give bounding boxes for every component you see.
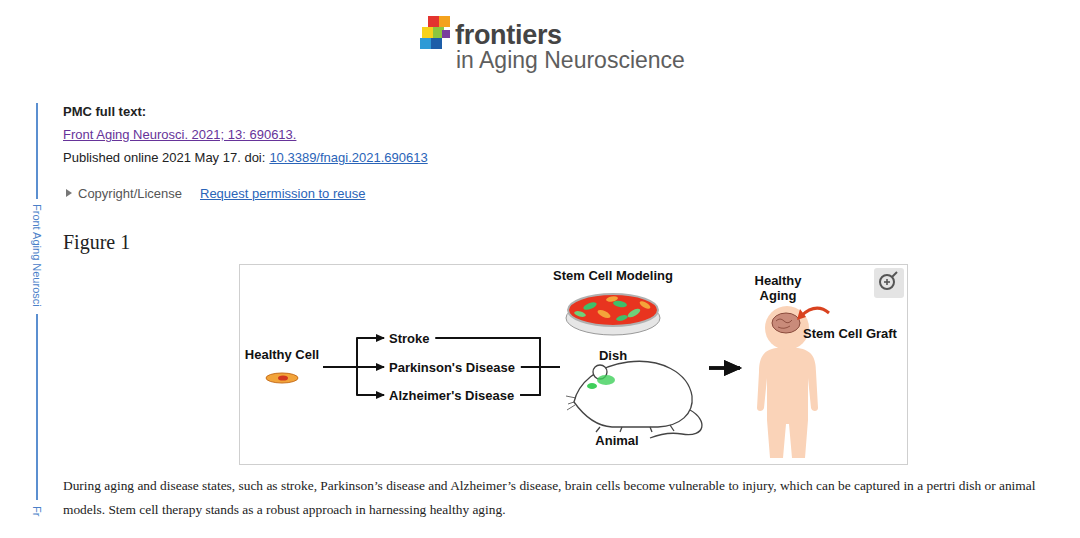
logo-text: frontiers	[455, 20, 562, 50]
cell-picture	[266, 373, 298, 383]
node-text: Healthy Cell	[245, 347, 319, 362]
node-text: Healthy Aging	[747, 273, 809, 303]
diagram-node: Parkinson's Disease	[386, 360, 518, 375]
node-text: Dish	[599, 348, 627, 363]
thick-arrow	[709, 366, 740, 370]
thick-arrow	[709, 366, 740, 370]
connector	[520, 367, 560, 395]
rat-drawing	[566, 361, 702, 438]
publication-note: Published online 2021 May 17. doi:	[63, 150, 265, 166]
connector	[323, 367, 384, 395]
connector	[323, 338, 384, 367]
section-heading: PMC full text:	[63, 104, 146, 120]
diagram-node: Alzheimer's Disease	[386, 388, 517, 403]
diagram-node: Healthy AgingStem Cell Graft	[742, 270, 905, 460]
permission-link: Request permission to reuse	[200, 186, 365, 202]
logo-icon	[420, 16, 450, 49]
node-text: Stroke	[389, 331, 429, 346]
side-bar	[36, 314, 38, 500]
node-text: Stem Cell Modeling	[553, 268, 673, 283]
connector	[520, 367, 560, 395]
diagram-node: Healthy Cell	[245, 345, 321, 388]
node-text: Parkinson's Disease	[389, 360, 515, 375]
figure-title: Figure 1	[63, 230, 130, 254]
figure-caption: During aging and disease states, such as…	[63, 474, 1073, 522]
disclosure-triangle	[66, 189, 72, 197]
copyright-link: Copyright/License	[78, 186, 182, 202]
diagram-node: Stroke	[386, 331, 432, 346]
petri-dish	[566, 294, 660, 335]
figure-frame	[240, 265, 908, 465]
doi-link: 10.3389/fnagi.2021.690613	[269, 150, 427, 166]
diagram-node: Animal	[560, 367, 705, 452]
logo-subtitle: in Aging Neuroscience	[456, 46, 685, 74]
diagram-node: Stem Cell ModelingDish	[560, 266, 705, 367]
side-bar	[36, 103, 38, 199]
side-label: Front Aging Neurosci	[31, 204, 43, 307]
node-text: Animal	[595, 433, 638, 448]
citation-link: Front Aging Neurosci. 2021; 13: 690613.	[63, 127, 296, 143]
node-text: Stem Cell Graft	[803, 326, 897, 341]
zoom-icon	[874, 268, 904, 298]
node-text: Alzheimer's Disease	[389, 388, 514, 403]
side-label: Fr	[31, 506, 43, 516]
